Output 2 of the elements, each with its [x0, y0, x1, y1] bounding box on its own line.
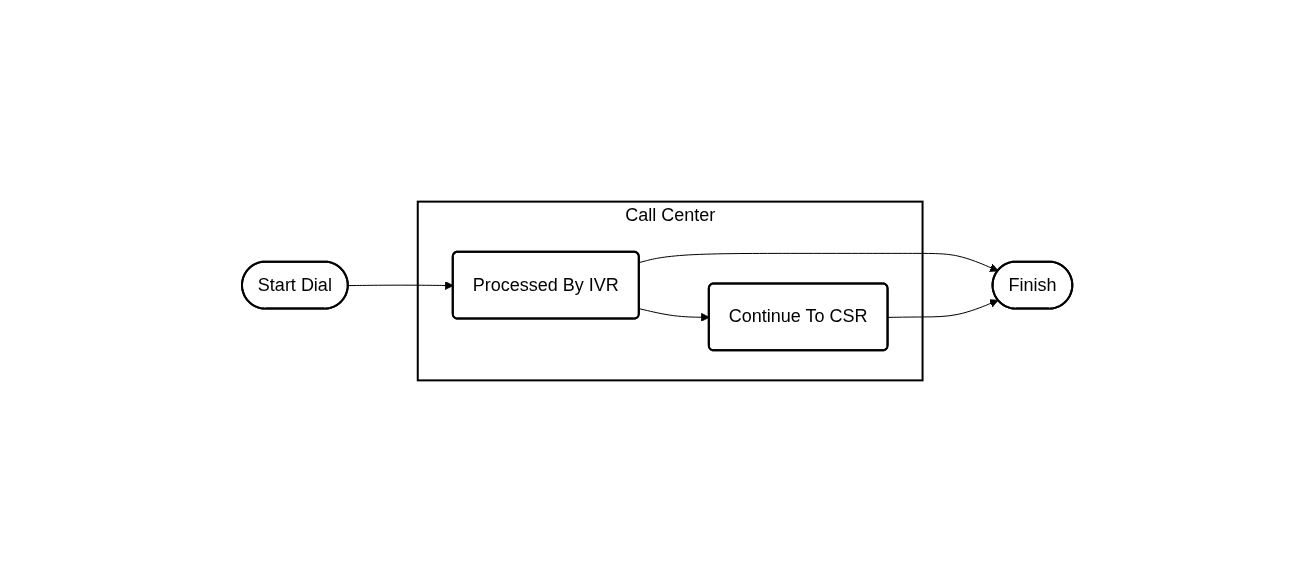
- arrow: [638, 252, 999, 272]
- arrow: [887, 299, 999, 318]
